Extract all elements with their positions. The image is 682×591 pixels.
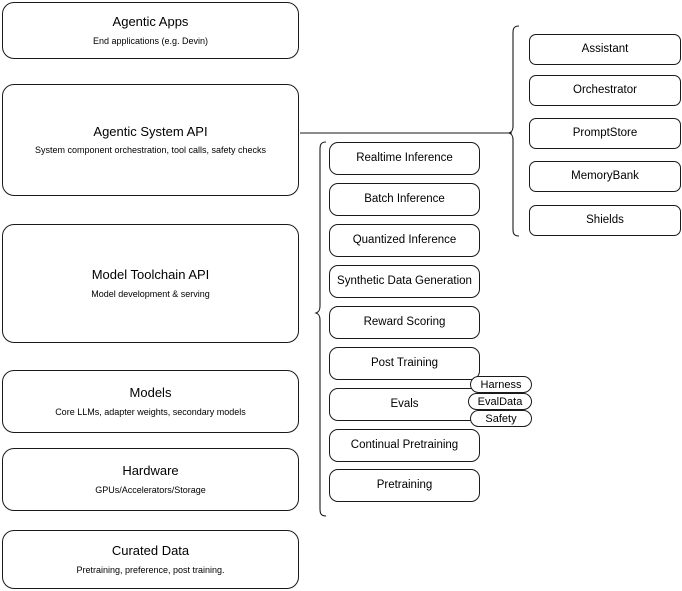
layer-card-agentic-apps[interactable]: Agentic Apps End applications (e.g. Devi… — [2, 2, 299, 59]
capability-label: Quantized Inference — [352, 234, 457, 247]
brace-toolchain-capabilities — [314, 141, 327, 517]
evals-pill-label: Harness — [480, 378, 522, 391]
layer-title: Model Toolchain API — [91, 267, 210, 283]
layer-subtitle: Core LLMs, adapter weights, secondary mo… — [55, 406, 246, 417]
capability-label: Batch Inference — [364, 193, 445, 206]
capability-chip-pretraining[interactable]: Pretraining — [329, 469, 480, 502]
system-component-chip-memorybank[interactable]: MemoryBank — [529, 161, 681, 192]
capability-label: Realtime Inference — [356, 152, 453, 165]
layer-subtitle: Pretraining, preference, post training. — [76, 564, 225, 575]
system-component-label: MemoryBank — [571, 170, 639, 183]
layer-card-agentic-system-api[interactable]: Agentic System API System component orch… — [2, 84, 299, 196]
capability-chip-continual-pretraining[interactable]: Continual Pretraining — [329, 429, 480, 462]
layer-card-model-toolchain-api[interactable]: Model Toolchain API Model development & … — [2, 224, 299, 343]
system-component-chip-assistant[interactable]: Assistant — [529, 34, 681, 65]
evals-pill-evaldata[interactable]: EvalData — [468, 393, 532, 410]
system-component-chip-shields[interactable]: Shields — [529, 205, 681, 236]
system-component-chip-promptstore[interactable]: PromptStore — [529, 118, 681, 149]
capability-label: Reward Scoring — [363, 316, 446, 329]
layer-subtitle: GPUs/Accelerators/Storage — [95, 484, 206, 495]
capability-chip-synthetic-data-generation[interactable]: Synthetic Data Generation — [329, 265, 480, 298]
layer-title: Agentic System API — [93, 123, 208, 139]
layer-subtitle: Model development & serving — [91, 288, 210, 299]
capability-chip-realtime-inference[interactable]: Realtime Inference — [329, 142, 480, 175]
capability-label: Pretraining — [376, 479, 433, 492]
layer-subtitle: System component orchestration, tool cal… — [34, 145, 267, 155]
capability-chip-reward-scoring[interactable]: Reward Scoring — [329, 306, 480, 339]
layer-title: Agentic Apps — [112, 14, 189, 30]
system-component-label: Orchestrator — [573, 84, 637, 97]
system-component-label: PromptStore — [572, 127, 638, 140]
system-component-label: Assistant — [581, 43, 629, 56]
evals-pill-harness[interactable]: Harness — [470, 376, 532, 393]
layer-title: Curated Data — [111, 543, 190, 559]
brace-system-components — [507, 25, 520, 237]
capability-label: Continual Pretraining — [350, 439, 459, 452]
evals-pill-label: EvalData — [477, 395, 523, 408]
layer-card-hardware[interactable]: Hardware GPUs/Accelerators/Storage — [2, 448, 299, 511]
layer-title: Models — [129, 385, 172, 401]
layer-card-models[interactable]: Models Core LLMs, adapter weights, secon… — [2, 370, 299, 433]
evals-pill-label: Safety — [485, 412, 517, 425]
capability-chip-post-training[interactable]: Post Training — [329, 347, 480, 380]
system-component-label: Shields — [586, 214, 624, 227]
layer-title: Hardware — [122, 463, 179, 479]
capability-chip-quantized-inference[interactable]: Quantized Inference — [329, 224, 480, 257]
capability-label: Post Training — [370, 357, 439, 370]
capability-chip-batch-inference[interactable]: Batch Inference — [329, 183, 480, 216]
layer-card-curated-data[interactable]: Curated Data Pretraining, preference, po… — [2, 530, 299, 589]
system-component-chip-orchestrator[interactable]: Orchestrator — [529, 75, 681, 106]
capability-label: Synthetic Data Generation — [337, 275, 472, 288]
capability-label: Evals — [390, 398, 419, 411]
layer-subtitle: End applications (e.g. Devin) — [92, 35, 209, 46]
capability-chip-evals[interactable]: Evals — [329, 388, 480, 421]
evals-pill-safety[interactable]: Safety — [470, 410, 532, 427]
